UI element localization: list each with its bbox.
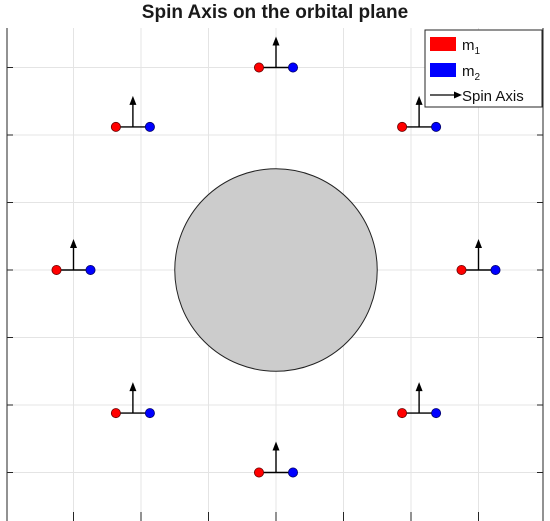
mass-m2-point — [431, 408, 442, 419]
binary-system — [397, 382, 442, 419]
spin-axis-arrowhead-icon — [129, 95, 137, 105]
chart-title: Spin Axis on the orbital plane — [141, 2, 409, 23]
mass-m1-point — [397, 408, 408, 419]
spin-axis-arrowhead-icon — [70, 239, 77, 248]
spin-axis-arrowhead-icon — [415, 95, 423, 105]
central-body — [174, 168, 378, 372]
legend-label-m2: m2 — [462, 63, 481, 83]
mass-m1-point — [456, 264, 467, 275]
legend-swatch-m2 — [430, 63, 456, 77]
mass-m2-point — [144, 121, 155, 132]
binary-system — [397, 95, 442, 132]
mass-m1-point — [110, 408, 121, 419]
axis-ticks — [7, 67, 543, 521]
spin-axis-arrowhead-icon — [129, 382, 137, 392]
binary-system — [110, 382, 155, 419]
binary-system — [253, 441, 298, 478]
binary-system — [456, 239, 501, 275]
mass-m1-point — [51, 264, 62, 275]
legend-arrow-icon — [430, 91, 462, 99]
legend-label-m1: m1 — [462, 37, 481, 57]
mass-m1-point — [397, 121, 408, 132]
spin-axis-arrowhead-icon — [272, 36, 280, 46]
mass-m1-point — [253, 62, 264, 73]
mass-m2-point — [85, 264, 96, 275]
spin-axis-arrowhead-icon — [272, 441, 280, 451]
mass-m1-point — [253, 467, 264, 478]
legend-label-spin-axis: Spin Axis — [462, 88, 524, 105]
binary-system — [253, 36, 298, 73]
legend: m1 m2 Spin Axis — [424, 29, 543, 108]
spin-axis-arrowhead-icon — [415, 382, 423, 392]
binary-systems — [51, 36, 501, 478]
mass-m2-point — [431, 121, 442, 132]
spin-axis-arrowhead-icon — [475, 239, 482, 248]
binary-system — [51, 239, 96, 275]
mass-m2-point — [490, 264, 501, 275]
binary-system — [110, 95, 155, 132]
axes-frame — [6, 28, 544, 521]
mass-m2-point — [144, 408, 155, 419]
mass-m1-point — [110, 121, 121, 132]
mass-m2-point — [287, 62, 298, 73]
mass-m2-point — [287, 467, 298, 478]
legend-swatch-m1 — [430, 37, 456, 51]
